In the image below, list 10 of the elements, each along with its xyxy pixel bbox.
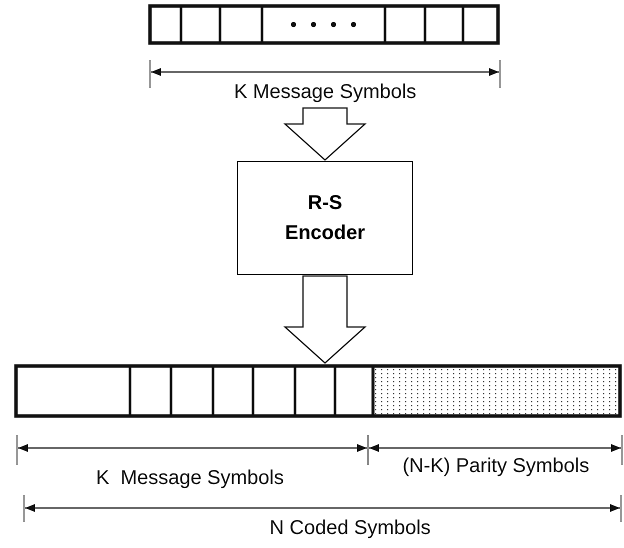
block-arrow	[283, 275, 367, 364]
dimension-label: K Message Symbols	[96, 466, 284, 490]
dimension-label: N Coded Symbols	[270, 516, 431, 540]
dimension-label: (N-K) Parity Symbols	[402, 454, 590, 478]
symbol-block	[14, 364, 622, 418]
dimension-label: K Message Symbols	[234, 80, 416, 104]
encoder-box	[237, 161, 413, 275]
block-arrow	[283, 107, 367, 161]
encoder-label: R-S Encoder	[284, 191, 366, 246]
symbol-block	[148, 4, 500, 45]
